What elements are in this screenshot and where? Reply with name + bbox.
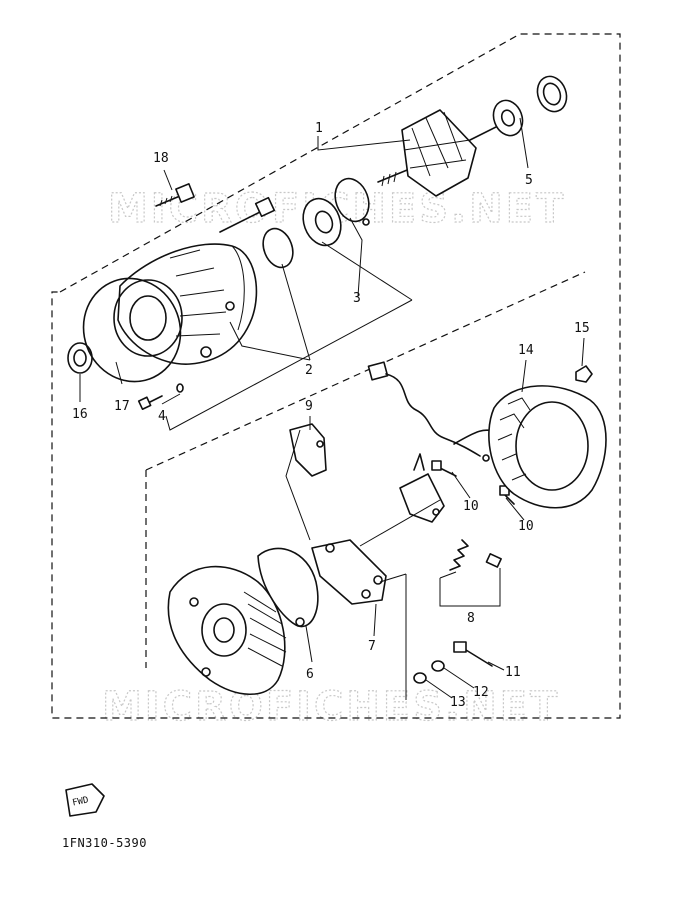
bearing: [302, 197, 342, 247]
watermark-bottom: MICROFICHES.NET: [102, 684, 560, 730]
through-bolt: [219, 196, 276, 233]
fwd-arrow-icon: FWD: [65, 783, 105, 817]
callout-17: 17: [114, 399, 130, 414]
bolt: [155, 183, 195, 207]
callout-4: 4: [158, 409, 166, 424]
callout-1: 1: [315, 121, 323, 136]
callout-7: 7: [368, 639, 376, 654]
washer-12: [431, 660, 445, 672]
retainer-plate: [334, 177, 370, 226]
washer-13: [413, 672, 427, 684]
callout-16: 16: [72, 407, 88, 422]
oil-seal: [67, 342, 93, 374]
assembly-boundary: [51, 33, 621, 719]
rotor: [377, 99, 524, 197]
callout-3: 3: [353, 291, 361, 306]
rear-housing: [167, 565, 287, 696]
screw-10-left: [431, 460, 457, 477]
callout-9: 9: [305, 399, 313, 414]
callout-14: 14: [518, 343, 534, 358]
nut: [575, 365, 593, 383]
lower-group-boundary: [145, 271, 586, 668]
callout-8: 8: [467, 611, 475, 626]
callout-6: 6: [306, 667, 314, 682]
regulator: [399, 453, 445, 523]
rectifier: [311, 539, 387, 605]
callout-10-left: 10: [463, 499, 479, 514]
brush-holder: [289, 423, 327, 477]
callout-10-right: 10: [518, 519, 534, 534]
callout-13: 13: [450, 695, 466, 710]
small-screw: [137, 383, 184, 411]
stator: [257, 547, 319, 628]
rear-cover: [488, 385, 607, 509]
wire-lead: [367, 361, 497, 462]
callout-18: 18: [153, 151, 169, 166]
screw-11: [453, 641, 493, 667]
callout-2: 2: [305, 363, 313, 378]
callout-12: 12: [473, 685, 489, 700]
callout-15: 15: [574, 321, 590, 336]
fwd-label: FWD: [72, 795, 90, 808]
thin-ring: [262, 227, 294, 269]
callout-11: 11: [505, 665, 521, 680]
front-housing: [113, 243, 258, 365]
leader-lines: [79, 117, 585, 700]
part-number: 1FN310-5390: [62, 836, 147, 850]
callout-5: 5: [525, 173, 533, 188]
seal-ring: [536, 75, 568, 113]
spring-and-brush: [449, 539, 502, 571]
